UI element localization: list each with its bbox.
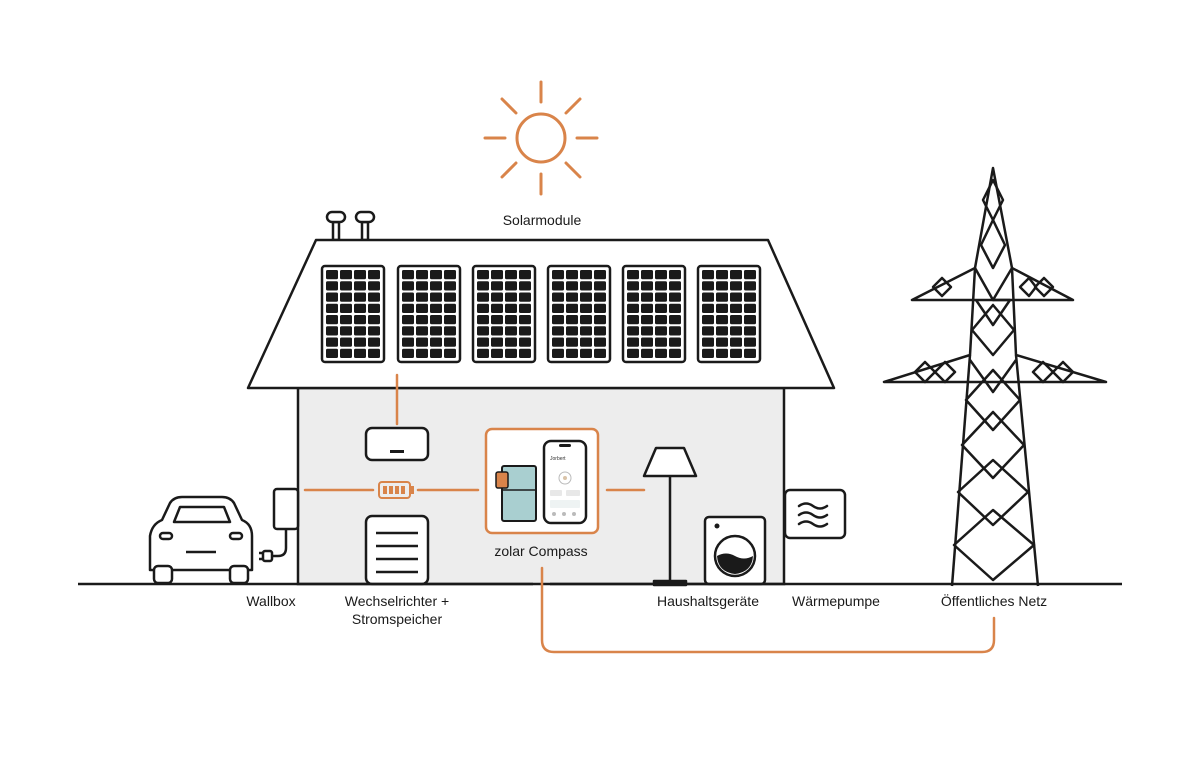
solar-panel-icon: [471, 264, 537, 364]
label-waermepumpe: Wärmepumpe: [792, 593, 880, 609]
solar-panel-icon: [621, 264, 687, 364]
inverter-icon: [364, 426, 430, 462]
battery-icon: [378, 481, 414, 499]
house-roof: [246, 238, 836, 390]
smartphone-icon: Jorbert: [542, 439, 588, 525]
solar-panel-icon: [546, 264, 612, 364]
power-pylon-icon: [882, 166, 1108, 587]
label-solarmodule: Solarmodule: [502, 212, 582, 228]
label-inverter-line1: Wechselrichter +: [344, 593, 450, 609]
label-inverter-line2: Stromspeicher: [351, 611, 443, 627]
washing-machine-icon: [703, 515, 767, 586]
car-icon: [148, 495, 254, 585]
label-haushaltsgeraete: Haushaltsgeräte: [657, 593, 759, 609]
roof-vents: [325, 210, 376, 242]
solar-panel-icon: [696, 264, 762, 364]
solar-panel-icon: [320, 264, 386, 364]
storage-icon: [364, 514, 430, 586]
app-greeting: Jorbert: [550, 456, 566, 462]
connection-lines: [303, 373, 996, 654]
label-wallbox: Wallbox: [246, 593, 296, 609]
heat-pump-icon: [783, 488, 847, 540]
label-oeffentliches-netz: Öffentliches Netz: [940, 593, 1048, 609]
label-inverter: Wechselrichter + Stromspeicher: [345, 592, 449, 628]
solar-panel-icon: [396, 264, 462, 364]
wallbox-icon: [259, 487, 300, 563]
solar-panels: [320, 264, 762, 364]
label-zolar-compass: zolar Compass: [494, 543, 588, 559]
sun-icon: [483, 80, 599, 196]
